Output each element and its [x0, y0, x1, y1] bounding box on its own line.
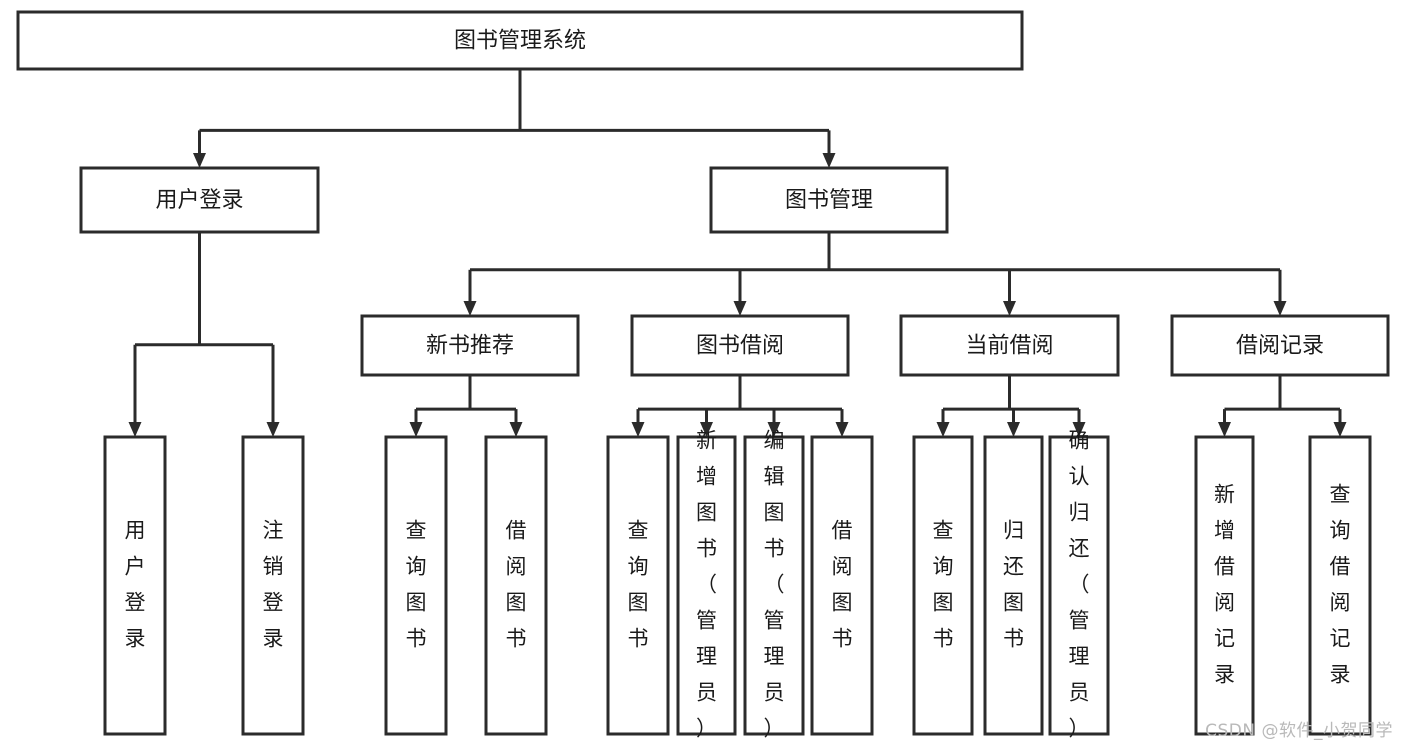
node-box[interactable]	[103, 435, 167, 736]
node-l3-new-book[interactable]: 新书推荐	[360, 314, 580, 377]
node-label: 注销登录	[263, 519, 284, 651]
node-l3-current[interactable]: 当前借阅	[899, 314, 1120, 377]
node-l2-book-mgmt[interactable]: 图书管理	[709, 166, 949, 234]
node-l3-borrow[interactable]: 图书借阅	[630, 314, 850, 377]
node-l4-a1[interactable]: 用户登录	[103, 435, 167, 736]
node-box[interactable]	[241, 435, 305, 736]
node-box[interactable]	[983, 435, 1044, 736]
node-l4-e1[interactable]: 新增借阅记录	[1194, 435, 1255, 736]
node-l4-c4[interactable]: 借阅图书	[810, 435, 874, 736]
node-box[interactable]	[709, 166, 949, 234]
node-box[interactable]	[743, 435, 805, 736]
node-box[interactable]	[79, 166, 320, 234]
node-label: 借阅图书	[832, 519, 853, 651]
node-label: 编辑图书（管理员）	[764, 429, 785, 741]
node-box[interactable]	[16, 10, 1024, 71]
node-l4-d1[interactable]: 查询图书	[912, 435, 974, 736]
node-box[interactable]	[912, 435, 974, 736]
connector-layer	[128, 69, 1347, 437]
node-l4-e2[interactable]: 查询借阅记录	[1308, 435, 1372, 736]
node-l4-c3[interactable]: 编辑图书（管理员）	[743, 429, 805, 741]
node-l4-d2[interactable]: 归还图书	[983, 435, 1044, 736]
node-box[interactable]	[484, 435, 548, 736]
node-l2-user-login[interactable]: 用户登录	[79, 166, 320, 234]
node-l3-record[interactable]: 借阅记录	[1170, 314, 1390, 377]
node-label: 图书管理系统	[454, 29, 586, 54]
node-l4-b2[interactable]: 借阅图书	[484, 435, 548, 736]
node-label: 查询图书	[628, 519, 649, 651]
node-box[interactable]	[360, 314, 580, 377]
node-label: 查询图书	[406, 519, 427, 651]
node-box[interactable]	[606, 435, 670, 736]
node-l4-c2[interactable]: 新增图书（管理员）	[676, 429, 737, 741]
node-label: 图书管理	[785, 188, 873, 213]
node-l4-d3[interactable]: 确认归还（管理员）	[1048, 429, 1110, 741]
node-label: 借阅记录	[1236, 334, 1324, 359]
node-l4-c1[interactable]: 查询图书	[606, 435, 670, 736]
node-root[interactable]: 图书管理系统	[16, 10, 1024, 71]
node-label: 查询图书	[933, 519, 954, 651]
node-box[interactable]	[1048, 435, 1110, 736]
node-l4-b1[interactable]: 查询图书	[384, 435, 448, 736]
node-box[interactable]	[1170, 314, 1390, 377]
node-label: 当前借阅	[965, 334, 1053, 359]
node-label: 查询借阅记录	[1330, 483, 1351, 687]
node-box[interactable]	[384, 435, 448, 736]
node-box[interactable]	[676, 435, 737, 736]
node-label: 图书借阅	[696, 334, 784, 359]
node-label: 用户登录	[155, 188, 243, 213]
node-label: 新增借阅记录	[1214, 483, 1235, 687]
node-layer: 图书管理系统用户登录图书管理新书推荐图书借阅当前借阅借阅记录用户登录注销登录查询…	[16, 10, 1390, 741]
node-box[interactable]	[810, 435, 874, 736]
node-label: 归还图书	[1003, 519, 1024, 651]
node-label: 确认归还（管理员）	[1069, 429, 1090, 741]
node-box[interactable]	[1194, 435, 1255, 736]
node-box[interactable]	[899, 314, 1120, 377]
node-label: 用户登录	[125, 519, 146, 651]
node-label: 新增图书（管理员）	[696, 429, 717, 741]
node-label: 新书推荐	[426, 334, 514, 359]
node-label: 借阅图书	[506, 519, 527, 651]
node-l4-a2[interactable]: 注销登录	[241, 435, 305, 736]
node-box[interactable]	[630, 314, 850, 377]
node-box[interactable]	[1308, 435, 1372, 736]
